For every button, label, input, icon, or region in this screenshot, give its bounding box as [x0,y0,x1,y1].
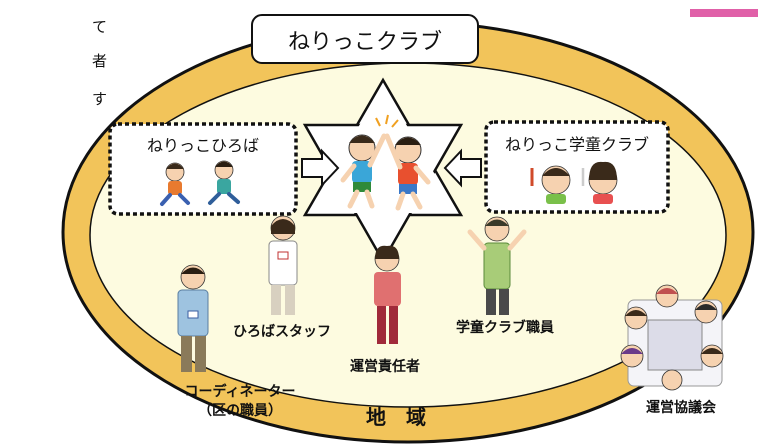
arrow-left-icon [443,148,482,188]
eating-kids-illustration [530,161,618,204]
coordinator-figure [177,264,209,372]
side-text-3: す [92,90,107,108]
high-five-kids-illustration [340,114,431,211]
coordinator-label-line1: コーディネーター [184,383,295,400]
star-shape [302,77,464,264]
hiroba-box [108,122,298,216]
page-title: ねりっこクラブ [288,30,442,55]
manager-figure [374,245,401,344]
hiroba-staff-figure [268,215,298,315]
gakudo-box-label: ねりっこ学童クラブ [505,135,649,154]
hiroba-box-label: ねりっこひろば [147,136,259,155]
gakudo-staff-figure [467,216,527,315]
arrow-right-icon [301,148,340,188]
region-label: 地 域 [366,405,426,429]
running-kids-illustration [160,160,240,206]
side-text-2: 者 [92,52,107,70]
council-meeting-illustration [620,284,724,391]
accent-bar [690,9,758,17]
side-text-1: て [92,18,107,36]
council-label: 運営協議会 [646,399,717,416]
gakudo-box [484,120,670,214]
manager-label: 運営責任者 [350,358,420,375]
coordinator-label-line2: （区の職員） [198,402,282,419]
title-box [251,14,479,64]
gakudo-staff-label: 学童クラブ職員 [456,319,554,336]
hiroba-staff-label: ひろばスタッフ [233,324,331,340]
